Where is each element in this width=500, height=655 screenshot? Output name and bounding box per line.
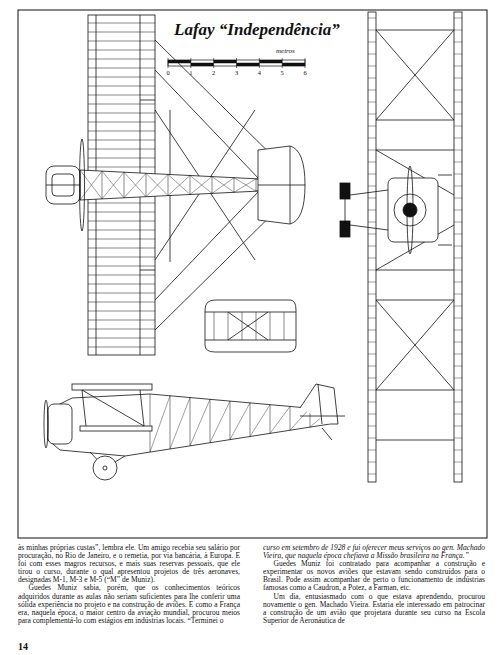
front-view <box>340 12 462 482</box>
scale-number: 5 <box>281 69 284 76</box>
scale-number: 0 <box>166 69 169 76</box>
scale-number: 3 <box>235 69 238 76</box>
figure-title: Lafay “Independência” <box>172 20 342 40</box>
page-number: 14 <box>18 641 28 652</box>
unit-label: metros <box>276 47 295 55</box>
text-column: curso em setembro de 1928 e fui oferecer… <box>263 544 485 625</box>
text-column: às minhas próprias custas”, lembra ele. … <box>18 544 240 625</box>
scale-number: 6 <box>303 69 306 76</box>
side-view <box>44 384 345 480</box>
scale-number: 4 <box>258 69 261 76</box>
body-paragraph: Guedes Muniz sabia, porém, que os conhec… <box>18 584 240 624</box>
scale-number: 1 <box>189 69 192 76</box>
scale-bar <box>168 58 305 68</box>
plan-view <box>46 15 305 355</box>
body-paragraph: curso em setembro de 1928 e fui oferecer… <box>263 544 485 560</box>
body-paragraph: às minhas próprias custas”, lembra ele. … <box>18 544 240 584</box>
body-paragraph: Guedes Muniz foi contratado para acompan… <box>263 560 485 592</box>
scale-number: 2 <box>212 69 215 76</box>
auxiliary-view <box>205 300 296 352</box>
figure-frame <box>18 10 487 538</box>
body-paragraph: Um dia, entusiasmado com o que estava ap… <box>263 593 485 625</box>
